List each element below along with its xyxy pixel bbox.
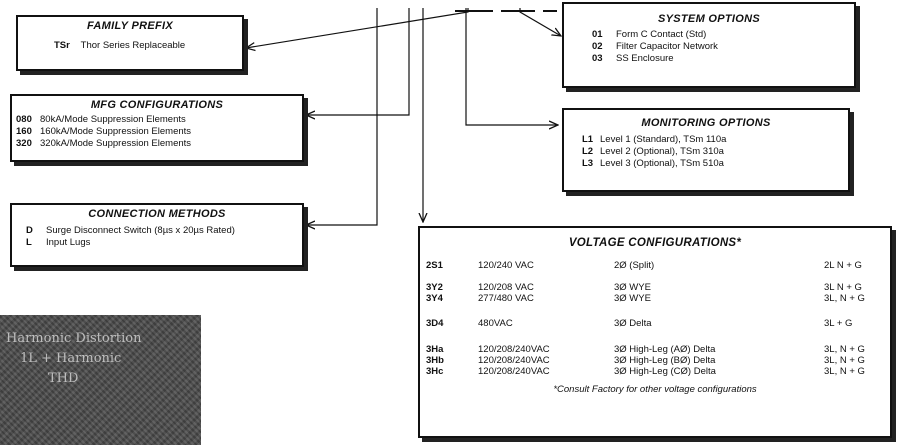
family-prefix-title: FAMILY PREFIX	[86, 20, 173, 32]
mfg-configurations-title: MFG CONFIGURATIONS	[90, 99, 224, 111]
photo-caption-line: Harmonic Distortion	[6, 331, 142, 346]
family-prefix-description: Thor Series Replaceable	[80, 40, 186, 51]
photo-caption-line: 1L + Harmonic	[20, 351, 122, 366]
family-prefix-code: TSr	[54, 40, 70, 51]
voltage-configurations-title: VOLTAGE CONFIGURATIONS*	[568, 237, 742, 249]
system-options-title: SYSTEM OPTIONS	[658, 13, 760, 25]
voltage-configurations-box: VOLTAGE CONFIGURATIONS* 2S1 120/240 VAC …	[418, 226, 892, 438]
photo-caption-line: THD	[48, 371, 79, 386]
family-prefix-box: FAMILY PREFIX TSr Thor Series Replaceabl…	[16, 15, 244, 71]
monitoring-options-title: MONITORING OPTIONS	[641, 117, 771, 129]
voltage-footnote: *Consult Factory for other voltage confi…	[553, 384, 757, 395]
connection-methods-title: CONNECTION METHODS	[88, 208, 226, 220]
product-photo: Harmonic Distortion 1L + Harmonic THD	[0, 315, 201, 445]
